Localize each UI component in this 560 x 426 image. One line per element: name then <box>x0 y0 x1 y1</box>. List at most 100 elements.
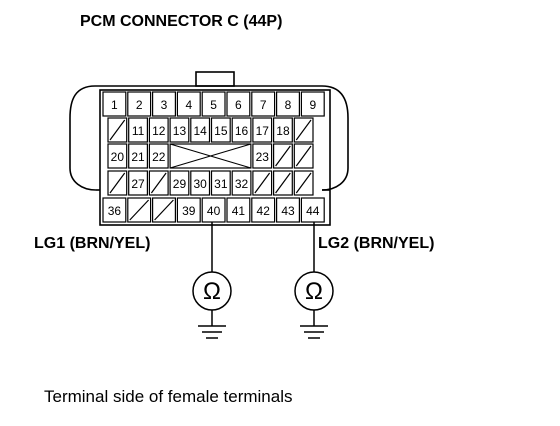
terminal-number: 12 <box>152 124 166 138</box>
empty-cavity <box>273 143 293 169</box>
terminal-number: 5 <box>210 98 217 112</box>
terminal-cell <box>102 197 127 223</box>
diagram-title: PCM CONNECTOR C (44P) <box>80 13 282 30</box>
empty-cavity <box>107 117 128 143</box>
ohmmeter-icon: Ω <box>203 278 221 305</box>
ohmmeter-icon: Ω <box>305 278 323 305</box>
terminal-number: 32 <box>235 177 249 191</box>
terminal-number: 11 <box>132 124 145 138</box>
terminal-number: 22 <box>152 150 166 164</box>
terminal-number: 9 <box>309 98 316 112</box>
terminal-number: 4 <box>185 98 192 112</box>
terminal-cell <box>107 143 128 169</box>
empty-cavity-slash <box>254 172 271 194</box>
terminal-cell <box>276 91 301 117</box>
terminal-number: 17 <box>256 124 270 138</box>
terminal-number: 15 <box>214 124 228 138</box>
terminal-cell <box>210 117 231 143</box>
terminal-cell <box>128 143 148 169</box>
empty-cavity-slash <box>295 172 312 194</box>
terminal-cell <box>201 197 226 223</box>
terminal-cell <box>148 143 169 169</box>
terminal-cell <box>251 91 276 117</box>
caption: Terminal side of female terminals <box>44 387 292 406</box>
empty-cavity <box>252 170 273 196</box>
terminal-number: 20 <box>111 150 125 164</box>
terminal-number: 1 <box>111 98 118 112</box>
empty-cavity <box>293 170 314 196</box>
terminal-cell <box>226 91 251 117</box>
terminal-number: 23 <box>256 150 270 164</box>
empty-cavity <box>152 197 177 223</box>
empty-cavity-slash <box>295 145 312 167</box>
terminal-number: 16 <box>235 124 249 138</box>
terminal-cell <box>176 197 201 223</box>
terminal-number: 39 <box>182 204 196 218</box>
terminal-cell <box>231 117 252 143</box>
empty-cavity-slash <box>275 145 291 167</box>
terminal-cell <box>210 170 231 196</box>
empty-cavity-slash <box>129 199 150 221</box>
empty-cavity-slash <box>154 199 174 221</box>
terminal-number: 44 <box>306 204 320 218</box>
terminal-cell <box>300 197 325 223</box>
empty-cavity <box>148 170 169 196</box>
terminal-cell <box>251 197 276 223</box>
empty-cavity <box>293 117 314 143</box>
empty-cavity <box>107 170 128 196</box>
terminal-number: 40 <box>207 204 221 218</box>
empty-cavity-slash <box>109 172 126 194</box>
terminal-cell <box>169 117 190 143</box>
terminal-number: 29 <box>173 177 187 191</box>
lg1-circuit <box>192 222 232 339</box>
lg1-label: LG1 (BRN/YEL) <box>34 235 150 252</box>
terminal-cell <box>152 91 177 117</box>
empty-cavity-slash <box>275 172 291 194</box>
terminal-cell <box>169 170 190 196</box>
terminal-cell <box>226 197 251 223</box>
terminal-cell <box>276 197 301 223</box>
terminal-cell <box>190 117 211 143</box>
terminal-cell <box>201 91 226 117</box>
terminal-cell <box>190 170 211 196</box>
empty-cavity <box>293 143 314 169</box>
empty-cavity-slash <box>150 172 167 194</box>
terminal-number: 30 <box>193 177 207 191</box>
terminal-cell <box>128 170 148 196</box>
terminal-number: 27 <box>131 177 145 191</box>
terminal-cell <box>273 117 293 143</box>
empty-cavity <box>127 197 152 223</box>
terminal-number: 42 <box>257 204 271 218</box>
connector-housing <box>69 71 349 226</box>
terminal-number: 8 <box>285 98 292 112</box>
lg2-circuit <box>294 222 334 339</box>
terminal-number: 43 <box>281 204 295 218</box>
terminal-number: 3 <box>161 98 168 112</box>
empty-cavity-slash <box>109 119 126 141</box>
empty-cavity-slash <box>295 119 312 141</box>
terminal-cell <box>252 143 273 169</box>
terminal-number: 13 <box>173 124 187 138</box>
terminal-cell <box>231 170 252 196</box>
terminal-cell <box>128 117 148 143</box>
terminal-number: 7 <box>260 98 267 112</box>
terminal-number: 36 <box>108 204 122 218</box>
terminal-number: 2 <box>136 98 143 112</box>
terminal-cell <box>176 91 201 117</box>
terminal-cell <box>127 91 152 117</box>
lg2-label: LG2 (BRN/YEL) <box>318 235 434 252</box>
terminal-number: 6 <box>235 98 242 112</box>
terminal-cell <box>102 91 127 117</box>
terminal-number: 41 <box>232 204 246 218</box>
terminal-number: 31 <box>214 177 228 191</box>
terminal-cell <box>252 117 273 143</box>
cavity-cross-line <box>169 143 252 169</box>
blank-cavity <box>169 143 252 169</box>
terminal-cell <box>300 91 325 117</box>
empty-cavity <box>273 170 293 196</box>
terminal-number: 21 <box>131 150 145 164</box>
terminal-cell <box>148 117 169 143</box>
terminal-number: 18 <box>276 124 290 138</box>
